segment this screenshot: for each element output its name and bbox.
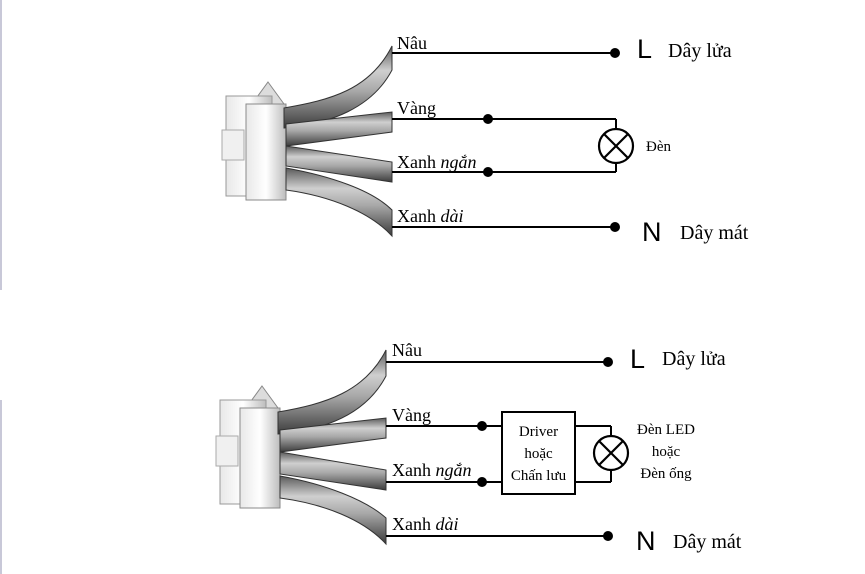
- wire-label-yellow: Vàng: [392, 405, 431, 425]
- terminal-dot-N: [610, 222, 620, 232]
- junction-dot: [483, 114, 493, 124]
- connector-plug: [215, 385, 281, 509]
- wire-label-brown: Nâu: [392, 340, 422, 360]
- lamp-label-line: Đèn ống: [640, 466, 692, 482]
- connector-plug: [221, 81, 287, 201]
- wire-label-blue-long: Xanh dài: [397, 206, 464, 226]
- line-wire-label: Dây lửa: [668, 40, 732, 62]
- junction-dot: [483, 167, 493, 177]
- terminal-dot-L: [610, 48, 620, 58]
- terminal-L: L: [637, 34, 652, 64]
- junction-dot: [477, 421, 487, 431]
- left-edge-line: [0, 0, 2, 290]
- diagram-top: Nâu Vàng Xanh ngắn Xanh dài L Dây lửa Đè…: [221, 33, 749, 247]
- cable-bundle: [283, 45, 393, 238]
- driver-box: [501, 411, 576, 495]
- terminal-N: N: [636, 526, 656, 556]
- driver-box-line: Chấn lưu: [511, 468, 567, 484]
- left-edge-line: [0, 400, 2, 574]
- wire-label-yellow: Vàng: [397, 98, 436, 118]
- lamp-icon: [597, 127, 635, 165]
- terminal-L: L: [630, 344, 645, 374]
- line-wire-label: Dây lửa: [662, 348, 726, 370]
- wire-label-brown: Nâu: [397, 33, 427, 53]
- diagram-bottom: Nâu Vàng Xanh ngắn Xanh dài Driver hoặc …: [215, 340, 742, 556]
- terminal-N: N: [642, 217, 662, 247]
- lamp-label-line: hoặc: [652, 444, 681, 460]
- terminal-dot-L: [603, 357, 613, 367]
- cable-bundle: [277, 349, 387, 546]
- terminal-dot-N: [603, 531, 613, 541]
- lamp-icon: [592, 434, 630, 472]
- neutral-wire-label: Dây mát: [673, 531, 742, 553]
- wire-label-blue-long: Xanh dài: [392, 514, 459, 534]
- wire-label-blue-short: Xanh ngắn: [397, 152, 477, 172]
- neutral-wire-label: Dây mát: [680, 222, 749, 244]
- junction-dot: [477, 477, 487, 487]
- lamp-label: Đèn: [646, 139, 671, 155]
- wire-label-blue-short: Xanh ngắn: [392, 460, 472, 480]
- driver-box-line: hoặc: [524, 446, 553, 462]
- lamp-label-line: Đèn LED: [637, 422, 695, 438]
- driver-box-line: Driver: [519, 424, 558, 440]
